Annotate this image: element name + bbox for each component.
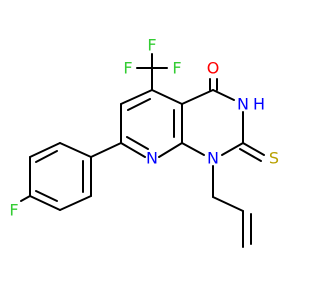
bond-c7-ar1: [90, 142, 122, 158]
bond-n8-c7: [120, 142, 146, 158]
atom-h-n3: H: [253, 95, 265, 114]
bond-c6-c5: [120, 89, 153, 105]
bond-ar-inner-2: [35, 190, 58, 202]
bond-ar2-ar3: [59, 195, 92, 211]
atom-n1: N: [207, 149, 219, 168]
bond-c2-n1: [221, 142, 244, 156]
bond-ar5-ar6: [29, 142, 61, 158]
bond-c4a-c4: [181, 89, 214, 105]
molecule-diagram: F F F O N H S N N F: [9, 36, 279, 248]
atom-n8-pyridine: N: [146, 149, 158, 168]
atom-labels: F F F O N H S N N F: [9, 36, 279, 220]
bond-c5-c4a: [151, 89, 183, 105]
atom-f-left: F: [123, 59, 132, 78]
bond-c4-n3: [212, 89, 235, 101]
atom-s-thione: S: [269, 149, 279, 168]
bond-ar6-ar1: [59, 142, 92, 158]
atom-f-aryl: F: [9, 201, 18, 220]
atom-f-right: F: [172, 59, 181, 78]
bond-n8-c7-inner: [126, 136, 149, 150]
atom-n3: N: [237, 95, 249, 114]
atom-o-carbonyl: O: [207, 59, 220, 78]
bond-c6-c5-inner: [127, 98, 151, 111]
bond-ar3-ar4: [29, 195, 61, 211]
atom-f-top: F: [147, 36, 156, 55]
bonds: [20, 53, 265, 248]
bond-ch2-ch: [212, 196, 244, 212]
bond-n1-c8a: [181, 142, 205, 156]
bond-ar-f: [20, 195, 31, 202]
bond-ar-inner-3: [35, 150, 58, 163]
bond-c2-s-1: [242, 142, 265, 156]
bond-c8a-n8: [158, 142, 183, 158]
bond-c2-s-2: [239, 148, 262, 162]
